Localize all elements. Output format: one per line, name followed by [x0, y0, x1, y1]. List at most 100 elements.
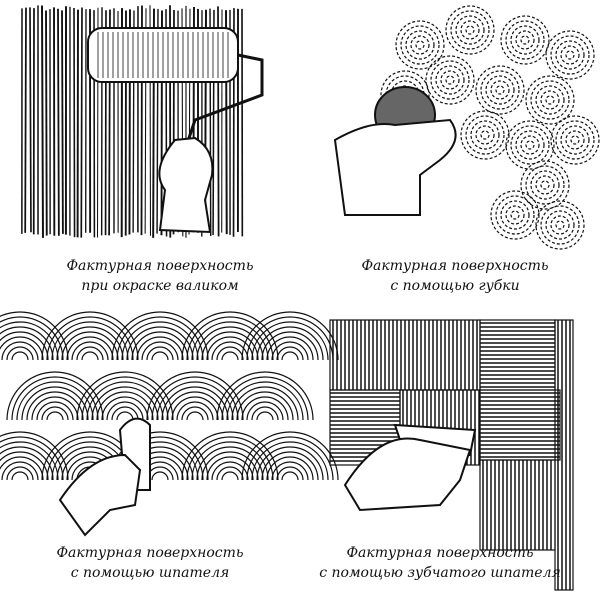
sponge-print-ring: [566, 51, 574, 59]
arc-texture-line: [237, 392, 293, 420]
sponge-print-ring: [546, 96, 554, 104]
arc-texture-line: [152, 352, 168, 360]
sponge-print-ring: [491, 81, 509, 99]
sponge-print-ring: [526, 141, 534, 149]
arc-texture-line: [47, 412, 63, 420]
arc-texture-line: [252, 407, 278, 420]
arc-texture-line: [67, 337, 113, 360]
arc-texture-line: [277, 347, 303, 360]
sponge-print-ring: [481, 71, 519, 109]
arc-texture-line: [222, 377, 308, 420]
sponge-print-ring: [446, 76, 454, 84]
sponge-print-ring: [521, 136, 539, 154]
arc-texture-line: [7, 347, 33, 360]
caption-roller: Фактурная поверхность при окраске валико…: [40, 256, 280, 296]
sponge-print-ring: [561, 46, 579, 64]
arc-texture-line: [137, 337, 183, 360]
sponge-print-ring: [556, 121, 594, 159]
arc-texture-line: [132, 332, 188, 360]
arc-texture-line: [257, 412, 273, 420]
caption-roller-line2: при окраске валиком: [40, 276, 280, 296]
hand: [60, 455, 140, 535]
sponge-print-ring: [451, 11, 489, 49]
arc-texture-line: [167, 392, 223, 420]
sponge-print-ring: [531, 171, 559, 199]
caption-notched-line1: Фактурная поверхность: [300, 543, 580, 563]
sponge-print-ring: [396, 21, 444, 69]
sponge-print-ring: [516, 31, 534, 49]
sponge-print-ring: [506, 206, 524, 224]
arc-texture-line: [222, 472, 238, 480]
arc-texture-line: [42, 407, 68, 420]
sponge-print-ring: [431, 61, 469, 99]
arc-texture-line: [147, 347, 173, 360]
sponge-print-ring: [536, 86, 564, 114]
caption-spatula-line2: с помощью шпателя: [30, 563, 270, 583]
sponge-print-ring: [416, 41, 424, 49]
wall-texture-line: [81, 7, 82, 237]
caption-spatula-line1: Фактурная поверхность: [30, 543, 270, 563]
arc-texture-line: [217, 347, 243, 360]
sponge-print-ring: [476, 126, 494, 144]
caption-sponge-line1: Фактурная поверхность: [335, 256, 575, 276]
arc-texture-line: [82, 352, 98, 360]
arc-texture-line: [47, 317, 133, 360]
sponge-print-ring: [566, 131, 584, 149]
sponge-print-ring: [521, 36, 529, 44]
wall-texture-line: [62, 10, 63, 233]
sponge-print-ring: [521, 161, 569, 209]
arc-texture-line: [77, 347, 103, 360]
hand: [335, 120, 456, 215]
sponge-print-ring: [511, 126, 549, 164]
arc-texture-line: [152, 472, 168, 480]
arc-texture-line: [242, 397, 288, 420]
sponge-print-ring: [571, 136, 579, 144]
sponge-print-ring: [536, 201, 584, 249]
arc-texture-line: [7, 467, 33, 480]
sponge-print-ring: [496, 86, 504, 94]
wall-texture-line: [42, 6, 43, 238]
sponge-print-ring: [556, 41, 584, 69]
sponge-print-ring: [511, 211, 519, 219]
caption-sponge: Фактурная поверхность с помощью губки: [335, 256, 575, 296]
arc-texture-line: [187, 317, 273, 360]
sponge-print-ring: [426, 56, 474, 104]
arc-texture-line: [217, 467, 243, 480]
sponge-panel: [335, 6, 599, 249]
sponge-print-ring: [561, 126, 589, 154]
sponge-print-ring: [536, 176, 554, 194]
caption-roller-line1: Фактурная поверхность: [40, 256, 280, 276]
caption-spatula: Фактурная поверхность с помощью шпателя: [30, 543, 270, 583]
sponge-print-ring: [436, 66, 464, 94]
sponge-print-ring: [541, 206, 579, 244]
wall-texture-line: [74, 8, 75, 237]
arc-texture-line: [172, 397, 218, 420]
sponge-print-ring: [401, 26, 439, 64]
sponge-print-ring: [476, 66, 524, 114]
arc-texture-line: [247, 317, 333, 360]
arc-texture-line: [12, 352, 28, 360]
arc-texture-line: [222, 352, 238, 360]
caption-notched-spatula: Фактурная поверхность с помощью зубчатог…: [300, 543, 580, 583]
sponge-print-ring: [491, 191, 539, 239]
arc-texture-line: [12, 472, 28, 480]
sponge-print-ring: [516, 131, 544, 159]
sponge-print-ring: [446, 6, 494, 54]
sponge-print-ring: [541, 181, 549, 189]
sponge-print-ring: [481, 131, 489, 139]
arc-texture-line: [117, 317, 203, 360]
arc-texture-line: [282, 472, 298, 480]
arc-texture-line: [102, 397, 148, 420]
sponge-print-ring: [441, 71, 459, 89]
sponge-print-ring: [486, 76, 514, 104]
arc-texture-line: [32, 397, 78, 420]
sponge-print-ring: [546, 31, 594, 79]
arc-texture-line: [82, 377, 168, 420]
sponge-print-ring: [466, 116, 504, 154]
arc-texture-line: [97, 392, 153, 420]
wall-texture-line: [25, 8, 26, 233]
sponge-print-ring: [466, 26, 474, 34]
hand: [159, 138, 212, 232]
arc-texture-line: [152, 377, 238, 420]
